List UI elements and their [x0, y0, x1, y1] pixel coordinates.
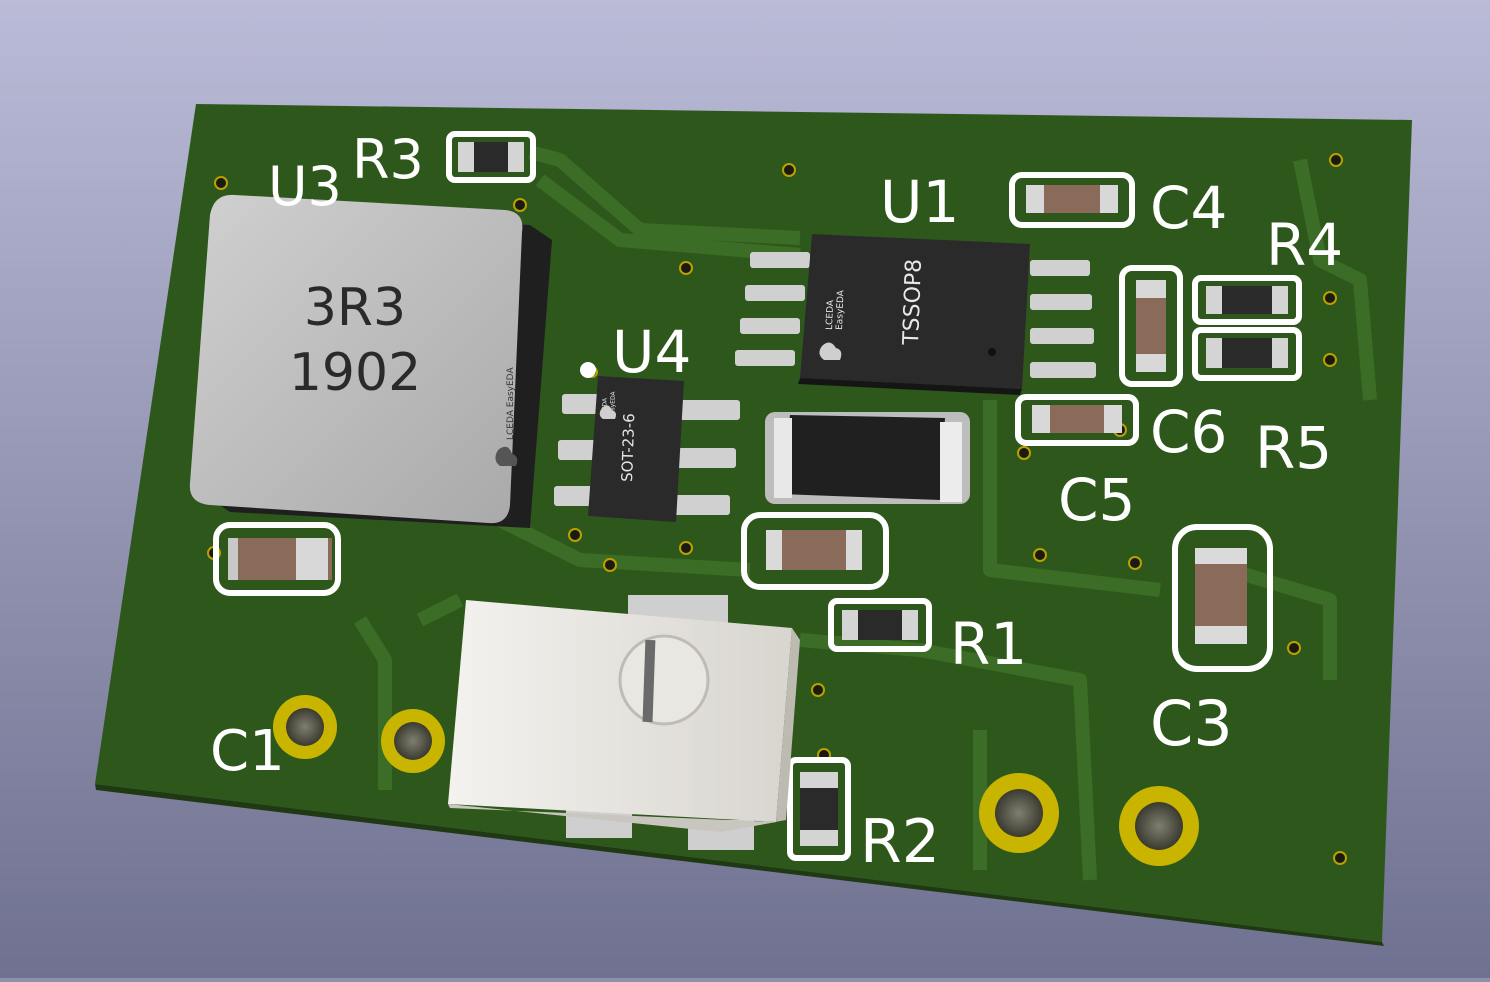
u1-package-label: TSSOP8 [899, 258, 927, 346]
diode-component [765, 412, 970, 504]
label-r2: R2 [860, 807, 940, 877]
inductor-u3: 3R3 1902 LCEDA EasyEDA [189, 194, 552, 528]
u4-brand-2: EasyEDA [609, 390, 617, 418]
silkscreen-labels: R3 U3 U1 C4 R4 U4 C6 R5 C5 R1 C3 C1 R2 [210, 128, 1343, 877]
cloud-logo-icon [599, 405, 616, 419]
label-u4: U4 [612, 318, 691, 386]
r1-footprint [828, 598, 932, 652]
label-c6: C6 [1150, 398, 1227, 466]
c6-footprint [1119, 265, 1183, 387]
label-r3: R3 [352, 128, 424, 191]
r4-footprint [1192, 275, 1302, 325]
ic-u1: TSSOP8 LCEDA EasyEDA [735, 234, 1096, 395]
r2-footprint [787, 757, 851, 861]
label-r4: R4 [1266, 211, 1343, 279]
cloud-logo-icon [819, 342, 842, 360]
label-u3: U3 [268, 155, 342, 218]
label-c4: C4 [1150, 174, 1227, 242]
pin1-dot [988, 348, 996, 356]
c-left-footprint [213, 522, 341, 596]
board-edge [95, 784, 1384, 946]
c3-footprint [1172, 524, 1273, 672]
tht-pads [273, 695, 1199, 866]
screw-slot-icon [642, 639, 656, 723]
potentiometer [448, 595, 800, 850]
u4-pin1-marker [580, 362, 596, 378]
inductor-value: 3R3 [304, 278, 406, 338]
label-r5: R5 [1255, 414, 1332, 482]
label-c3: C3 [1150, 687, 1233, 760]
r5-footprint [1192, 327, 1302, 381]
ic-u4: SOT-23-6 LCEDA EasyEDA [554, 362, 740, 522]
u1-brand-2: EasyEDA [835, 289, 846, 330]
r3-footprint [446, 131, 536, 183]
cap-under-diode [741, 512, 889, 590]
copper-traces [354, 145, 1377, 881]
label-r1: R1 [950, 610, 1027, 678]
cloud-logo-icon [495, 446, 518, 466]
pot-screw [618, 634, 710, 726]
u1-brand-1: LCEDA [825, 299, 836, 330]
inductor-brand: LCEDA EasyEDA [506, 367, 516, 440]
c5-footprint [1015, 394, 1139, 446]
label-u1: U1 [880, 168, 959, 236]
inductor-code: 1902 [289, 343, 421, 403]
u4-package-label: SOT-23-6 [618, 413, 638, 482]
label-c1: C1 [210, 719, 285, 784]
label-c5: C5 [1058, 466, 1135, 534]
c4-footprint [1009, 172, 1135, 228]
